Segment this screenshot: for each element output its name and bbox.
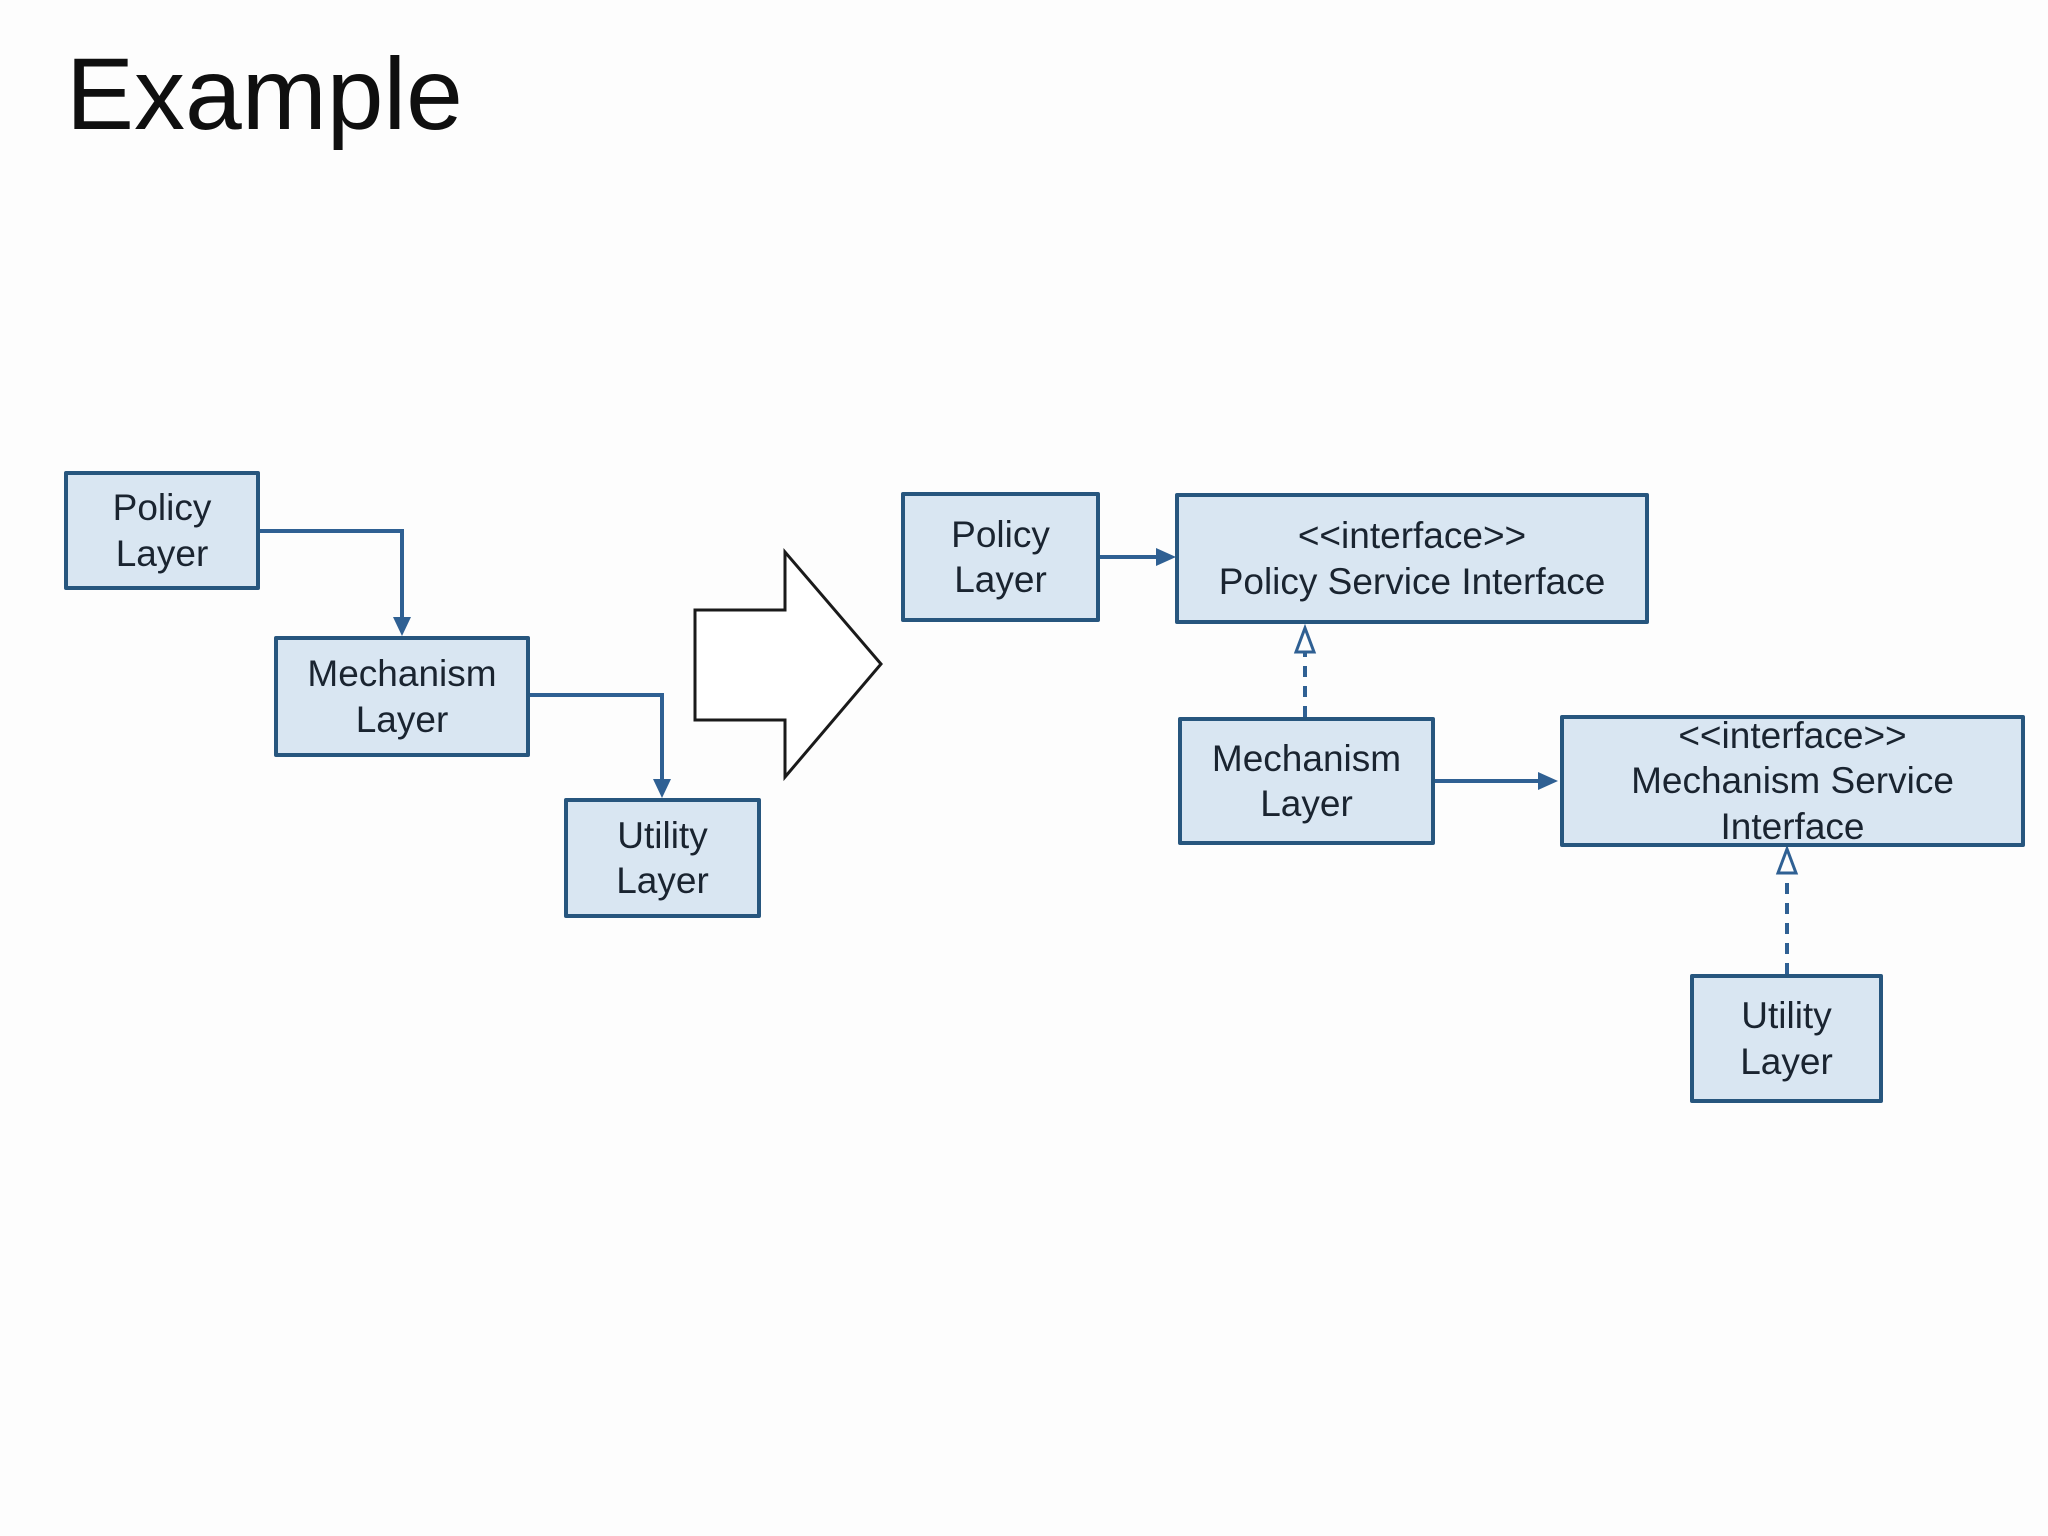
interface-stereotype: <<interface>>	[1297, 515, 1527, 557]
arrow-policy-to-policy-interface	[1100, 548, 1176, 566]
box-label-line: Layer	[1740, 1040, 1833, 1082]
mechanism-service-interface-box: <<interface>> Mechanism Service Interfac…	[1560, 715, 2025, 847]
before-policy-layer-box: Policy Layer	[64, 471, 260, 590]
interface-name: Policy Service Interface	[1218, 560, 1606, 602]
arrow-policy-to-mechanism	[258, 529, 411, 636]
after-mechanism-layer-box: Mechanism Layer	[1178, 717, 1435, 845]
after-utility-layer-box: Utility Layer	[1690, 974, 1883, 1103]
box-label-line: Mechanism	[307, 653, 497, 695]
box-label-line: Mechanism	[1211, 737, 1402, 779]
arrow-mechanism-to-utility	[528, 693, 671, 798]
box-label-line: Layer	[954, 559, 1047, 600]
slide-title: Example	[66, 37, 463, 151]
interface-stereotype: <<interface>>	[1678, 715, 1907, 757]
policy-service-interface-box: <<interface>> Policy Service Interface	[1175, 493, 1649, 624]
transform-arrow-icon	[693, 547, 883, 782]
realization-utility-to-mechanism-interface	[1775, 844, 1799, 974]
before-utility-layer-box: Utility Layer	[564, 798, 761, 918]
before-mechanism-layer-box: Mechanism Layer	[274, 636, 530, 757]
box-label-line: Policy	[112, 487, 212, 529]
box-label-line: Utility	[617, 814, 708, 856]
arrow-mechanism-to-mechanism-interface	[1435, 772, 1558, 790]
interface-name: Mechanism Service Interface	[1631, 760, 1954, 847]
realization-mechanism-to-policy-interface	[1293, 623, 1317, 717]
box-label-line: Layer	[616, 860, 709, 901]
box-label-line: Layer	[1260, 783, 1353, 824]
box-label-line: Layer	[115, 532, 209, 574]
box-label-line: Utility	[1741, 995, 1832, 1037]
box-label-line: Policy	[951, 513, 1050, 555]
after-policy-layer-box: Policy Layer	[901, 492, 1100, 622]
box-label-line: Layer	[355, 698, 449, 740]
